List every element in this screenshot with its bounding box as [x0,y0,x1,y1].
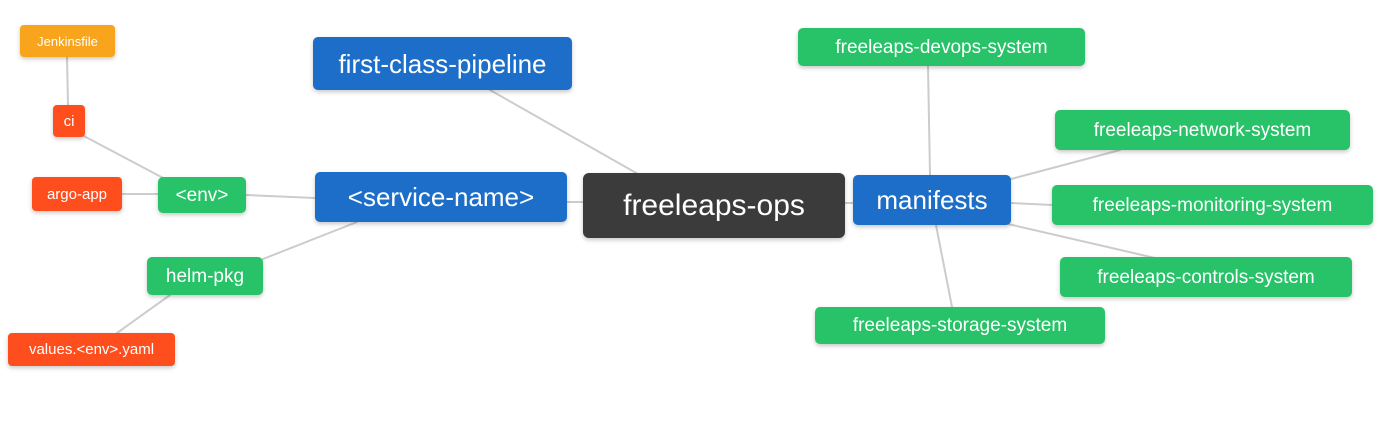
edge-manifests-to-freeleaps-monitoring-system [1010,202,1053,206]
node-values-env-yaml[interactable]: values.<env>.yaml [8,333,175,366]
edge-ci-to-env [79,133,166,180]
edge-jenkinsfile-to-ci [66,56,69,106]
node-jenkinsfile[interactable]: Jenkinsfile [20,25,115,57]
node-first-class-pipeline[interactable]: first-class-pipeline [313,37,572,90]
node-freeleaps-storage-system[interactable]: freeleaps-storage-system [815,307,1105,344]
node-argo-app[interactable]: argo-app [32,177,122,211]
node-freeleaps-devops-system[interactable]: freeleaps-devops-system [798,28,1085,66]
node-freeleaps-controls-system[interactable]: freeleaps-controls-system [1060,257,1352,297]
node-manifests[interactable]: manifests [853,175,1011,225]
edge-env-to-service-name [245,194,316,199]
edge-manifests-to-freeleaps-devops-system [927,65,931,176]
edge-manifests-to-freeleaps-storage-system [935,224,953,308]
node-env[interactable]: <env> [158,177,246,213]
node-freeleaps-ops[interactable]: freeleaps-ops [583,173,845,238]
node-service-name[interactable]: <service-name> [315,172,567,222]
edge-manifests-to-freeleaps-controls-system [1007,223,1156,259]
edge-manifests-to-freeleaps-network-system [1010,149,1121,180]
edge-values-env-yaml-to-helm-pkg [116,294,171,334]
node-freeleaps-network-system[interactable]: freeleaps-network-system [1055,110,1350,150]
edge-helm-pkg-to-service-name [262,221,358,260]
edge-first-class-pipeline-to-freeleaps-ops [489,89,639,175]
node-helm-pkg[interactable]: helm-pkg [147,257,263,295]
node-freeleaps-monitoring-system[interactable]: freeleaps-monitoring-system [1052,185,1373,225]
node-ci[interactable]: ci [53,105,85,137]
